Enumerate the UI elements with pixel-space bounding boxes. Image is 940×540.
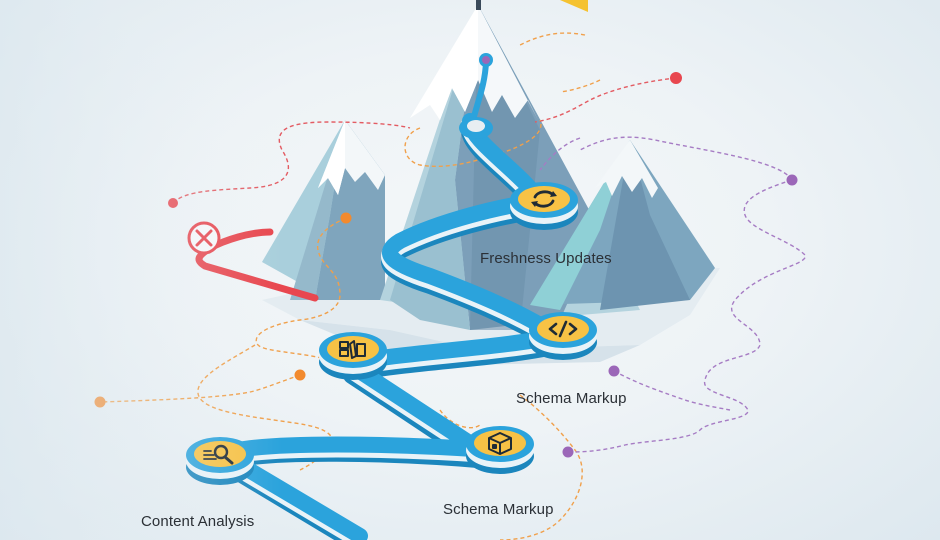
- milestone-node-freshness-updates[interactable]: [510, 182, 578, 230]
- milestone-node-structure-map[interactable]: [319, 332, 387, 380]
- purple-trail-endpoint: [608, 365, 620, 377]
- red-trail-endpoint: [168, 198, 178, 208]
- orange-trail-endpoint: [94, 396, 106, 408]
- purple-trail-endpoint: [562, 446, 574, 458]
- orange-trail-endpoint: [294, 369, 306, 381]
- milestone-node-content-analysis[interactable]: [186, 437, 254, 485]
- label-freshness-updates: Freshness Updates: [480, 250, 612, 267]
- orange-trail-endpoint: [340, 212, 352, 224]
- milestone-node-schema-markup-package[interactable]: [466, 426, 534, 474]
- flag-pole: [476, 0, 481, 10]
- milestone-node-schema-markup-code[interactable]: [529, 312, 597, 360]
- purple-trail-endpoint: [786, 174, 798, 186]
- summit-flag: [476, 0, 588, 12]
- label-schema-markup-upper: Schema Markup: [516, 390, 627, 407]
- label-schema-markup-lower: Schema Markup: [443, 501, 554, 518]
- flag-icon: [560, 0, 588, 12]
- red-trail-endpoint: [670, 72, 682, 84]
- label-content-analysis: Content Analysis: [141, 513, 255, 530]
